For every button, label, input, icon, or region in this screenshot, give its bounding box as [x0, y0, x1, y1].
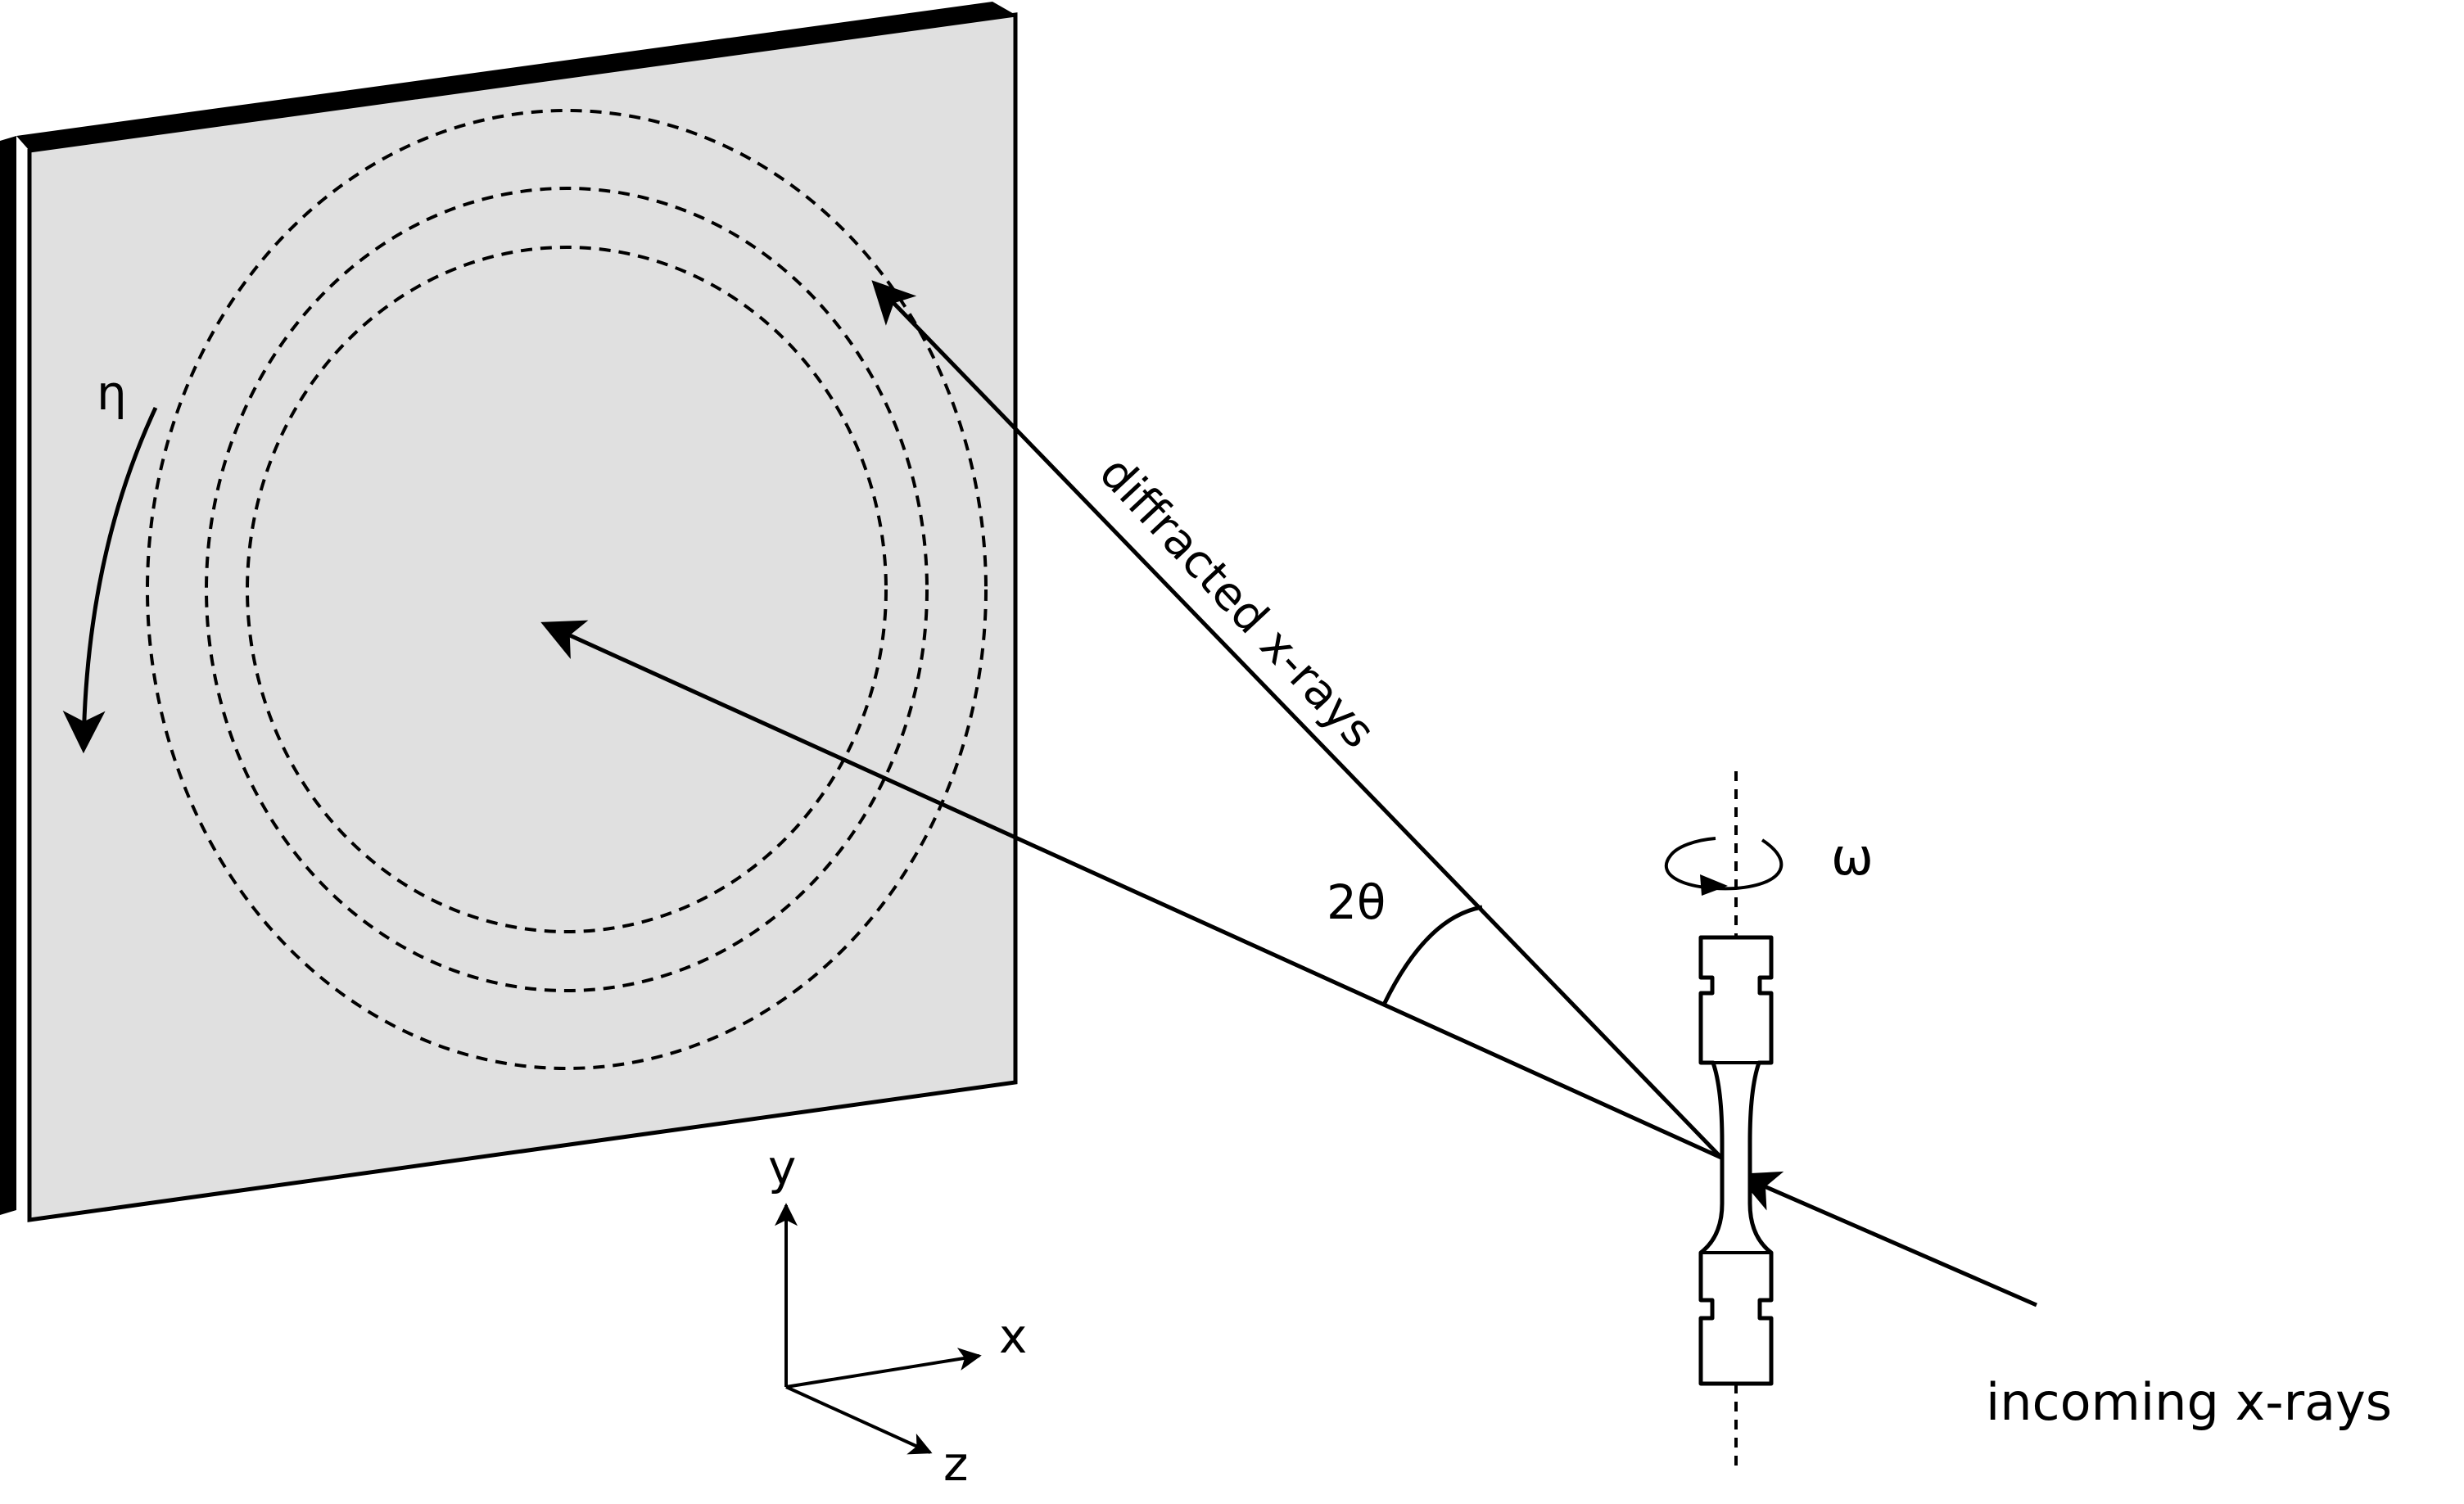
tensile-specimen: [1698, 935, 1774, 1386]
axis-x-label: x: [999, 1308, 1027, 1364]
diffracted-label: diffracted x-rays: [1089, 446, 1386, 758]
two-theta-label: 2θ: [1327, 874, 1386, 930]
axis-z-line: [785, 1385, 933, 1455]
omega-arrowhead: [1700, 874, 1728, 896]
diffracted-beam: [871, 280, 1723, 1159]
debye-ring-outer: [146, 109, 988, 1070]
incoming-label: incoming x-rays: [1986, 1372, 2392, 1432]
omega-label: ω: [1831, 827, 1874, 887]
detector-edge: [0, 136, 16, 1215]
incoming-beam: [1736, 1171, 2038, 1308]
axis-y-label: y: [768, 1140, 796, 1195]
detector-face: [27, 12, 1018, 1222]
debye-rings: [146, 109, 988, 1070]
axis-z-label: z: [943, 1436, 968, 1492]
debye-ring-inner: [246, 246, 888, 933]
axis-x-line: [785, 1348, 982, 1389]
detector-plate: [0, 2, 1018, 1222]
eta-label: η: [97, 365, 127, 421]
eta-arrow: [62, 406, 158, 754]
debye-ring-middle: [205, 187, 929, 992]
transmitted-beam: [540, 620, 1723, 1160]
omega-arrow: [1664, 837, 1784, 891]
detector-top-edge: [16, 2, 1015, 151]
coordinate-axes: [775, 1203, 982, 1455]
two-theta-arc: [1381, 905, 1483, 1006]
